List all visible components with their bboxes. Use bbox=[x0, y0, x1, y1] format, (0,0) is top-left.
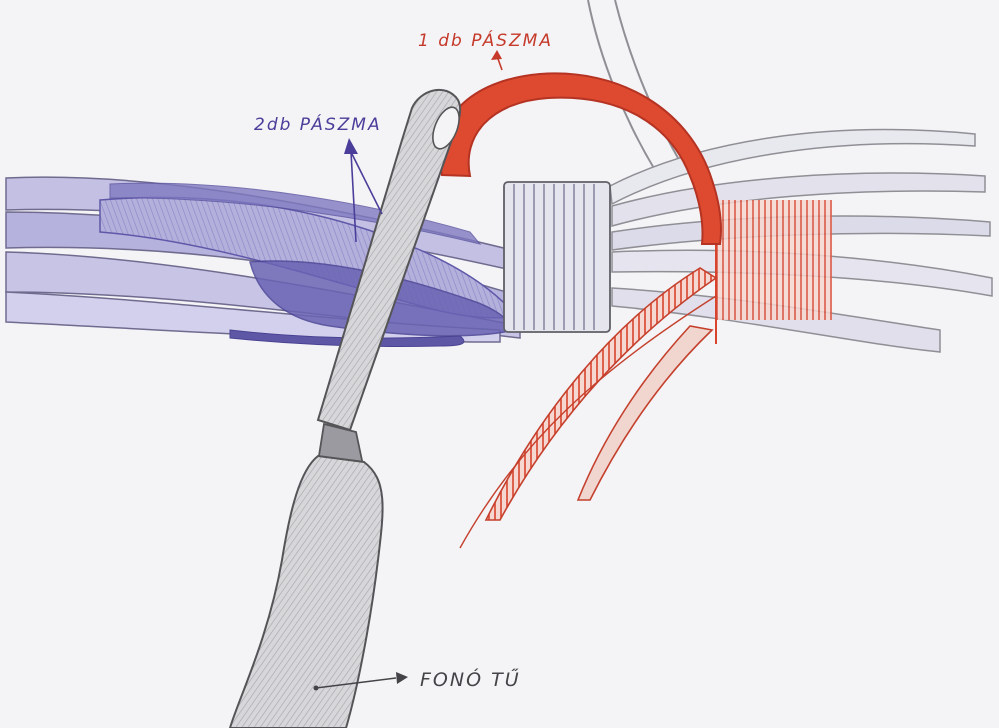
red-strand-label: 1 db PÁSZMA bbox=[418, 29, 553, 51]
blue-strands-label: 2db PÁSZMA bbox=[254, 113, 382, 135]
needle-label: FONÓ TŰ bbox=[420, 667, 521, 691]
binding-coil bbox=[504, 182, 610, 332]
red-wrap-band bbox=[716, 200, 832, 320]
